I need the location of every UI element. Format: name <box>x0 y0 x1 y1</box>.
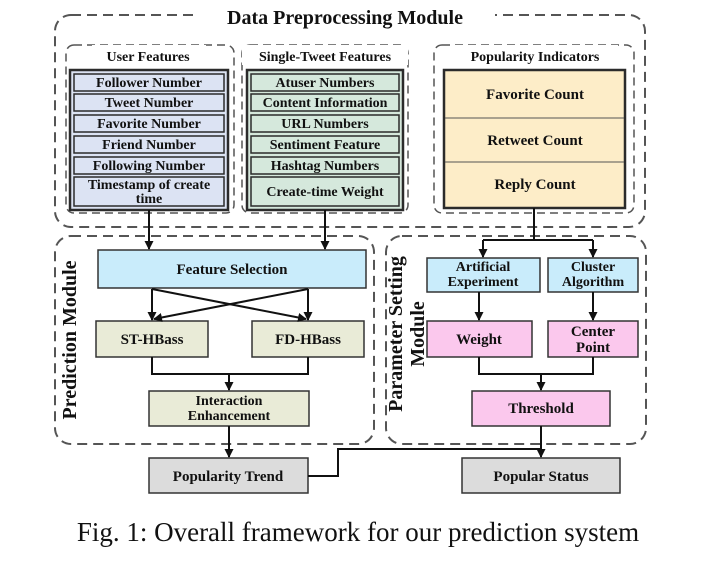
threshold-box <box>471 390 611 427</box>
artificial-experiment-line1: Artificial <box>456 260 511 275</box>
tweet-feature-2: Content Information <box>263 96 388 111</box>
arrow-cross-2 <box>153 288 309 322</box>
retweet-count: Retweet Count <box>487 133 582 149</box>
interaction-enhancement-line1: Interaction <box>196 394 263 409</box>
popularity-indicators-title: Popularity Indicators <box>471 50 600 65</box>
user-features-title: User Features <box>106 50 190 65</box>
st-hbass-box <box>95 320 209 358</box>
interaction-enhancement-box <box>148 390 310 427</box>
weight-label: Weight <box>456 332 502 348</box>
user-feature-4: Friend Number <box>102 138 196 153</box>
svg-text:Parameter Setting: Parameter Setting <box>385 256 407 412</box>
popular-status-label: Popular Status <box>493 469 588 485</box>
user-feature-3: Favorite Number <box>97 117 201 132</box>
user-feature-2: Tweet Number <box>105 96 194 111</box>
trend-to-status-link <box>308 448 541 477</box>
tweet-feature-4: Sentiment Feature <box>270 138 381 153</box>
cluster-algorithm-line1: Cluster <box>571 260 615 275</box>
popular-status-box <box>461 457 621 494</box>
user-feature-cells: Follower Number Tweet Number Favorite Nu… <box>73 73 225 207</box>
prediction-module-title: Prediction Module <box>59 260 81 419</box>
user-feature-5: Following Number <box>93 159 205 174</box>
feature-selection-box <box>97 249 367 289</box>
artificial-experiment-line2: Experiment <box>448 275 519 290</box>
cluster-algorithm-line2: Algorithm <box>562 275 625 290</box>
tweet-feature-cells: Atuser Numbers Content Information URL N… <box>250 73 400 207</box>
popularity-trend-label: Popularity Trend <box>173 469 284 485</box>
merge-line-params <box>478 357 594 375</box>
parameter-setting-title: Parameter Setting Module <box>385 256 429 412</box>
center-point-line1: Center <box>571 324 615 340</box>
user-feature-1: Follower Number <box>96 76 202 91</box>
tweet-feature-3: URL Numbers <box>281 117 369 132</box>
connectors <box>144 208 598 477</box>
tweet-feature-5: Hashtag Numbers <box>271 159 380 174</box>
st-hbass-label: ST-HBass <box>121 332 184 348</box>
single-tweet-features-title: Single-Tweet Features <box>259 50 392 65</box>
user-feature-6-line2: time <box>136 192 162 207</box>
tweet-feature-1: Atuser Numbers <box>276 76 375 91</box>
data-preprocessing-title: Data Preprocessing Module <box>227 7 463 29</box>
fd-hbass-label: FD-HBass <box>275 332 341 348</box>
parameter-setting-module <box>385 235 647 445</box>
prediction-module <box>54 235 375 445</box>
tweet-feature-6: Create-time Weight <box>266 185 384 200</box>
figure-caption: Fig. 1: Overall framework for our predic… <box>76 517 640 547</box>
center-point-line2: Point <box>576 340 610 356</box>
reply-count: Reply Count <box>494 177 575 193</box>
feature-selection-label: Feature Selection <box>177 262 289 278</box>
favorite-count: Favorite Count <box>486 87 584 103</box>
fd-hbass-box <box>251 320 365 358</box>
merge-line-hbass <box>151 357 309 375</box>
single-tweet-features-group <box>241 44 409 214</box>
svg-text:Module: Module <box>407 301 429 367</box>
artificial-experiment-box <box>426 257 541 293</box>
threshold-label: Threshold <box>508 401 574 417</box>
popularity-panel <box>442 68 627 210</box>
interaction-enhancement-line2: Enhancement <box>188 409 271 424</box>
user-feature-6-line1: Timestamp of create <box>88 178 210 193</box>
